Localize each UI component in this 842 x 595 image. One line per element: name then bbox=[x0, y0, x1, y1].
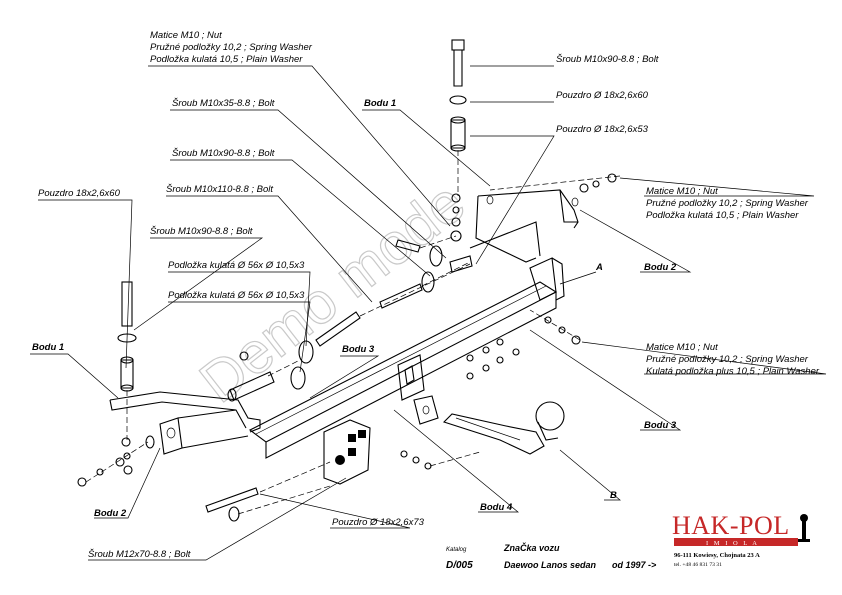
label-sleeve-top-53: Pouzdro Ø 18x2,6x53 bbox=[556, 124, 649, 135]
label-nut-right-1: Matice M10 ; Nut bbox=[646, 186, 718, 197]
left-bracket bbox=[109, 391, 261, 455]
socket-plate bbox=[323, 419, 371, 485]
catalog-number: D/005 bbox=[446, 560, 473, 571]
logo-bar bbox=[674, 538, 798, 546]
label-nut-right-low-2: Pružné podložky 10,2 ; Spring Washer bbox=[646, 354, 809, 365]
hak-pol-logo: HAK-POL I M I O L A 96-111 Kowiesy, Choj… bbox=[672, 511, 810, 568]
part-labels: Matice M10 ; Nut Pružné podložky 10,2 ; … bbox=[32, 30, 820, 560]
logo-name: HAK-POL bbox=[672, 511, 790, 540]
label-nut-right-3: Podložka kulatá 10,5 ; Plain Washer bbox=[646, 210, 799, 221]
catalog-label: Katalog bbox=[446, 547, 467, 553]
ball-hook bbox=[413, 395, 565, 455]
leader-lines bbox=[30, 65, 827, 561]
label-bolt-m10x110: Šroub M10x110-8.8 ; Bolt bbox=[166, 184, 273, 195]
logo-tagline: I M I O L A bbox=[706, 540, 759, 547]
label-washer-56-b: Podložka kulatá Ø 56x Ø 10,5x3 bbox=[168, 290, 305, 301]
label-bodu4: Bodu 4 bbox=[480, 502, 513, 513]
label-bodu2-right: Bodu 2 bbox=[644, 262, 677, 273]
label-a: A bbox=[595, 262, 603, 273]
label-b: B bbox=[610, 490, 617, 501]
label-nut-right-low-3: Kulatá podložka plus 10,5 ; Plain Washer bbox=[646, 366, 820, 377]
label-bolt-m10x35: Šroub M10x35-8.8 ; Bolt bbox=[172, 98, 275, 109]
label-bodu1-top: Bodu 1 bbox=[364, 98, 396, 109]
label-bodu3-mid: Bodu 3 bbox=[342, 344, 375, 355]
logo-address: 96-111 Kowiesy, Chojnata 23 A bbox=[674, 552, 760, 559]
car-model: Daewoo Lanos sedan bbox=[504, 560, 597, 570]
label-washer-56-a: Podložka kulatá Ø 56x Ø 10,5x3 bbox=[168, 260, 305, 271]
label-bolt-m10x90-mid: Šroub M10x90-8.8 ; Bolt bbox=[172, 148, 275, 159]
label-nut-top-left-2: Pružné podložky 10,2 ; Spring Washer bbox=[150, 42, 313, 53]
label-bolt-m12x70: Šroub M12x70-8.8 ; Bolt bbox=[88, 549, 191, 560]
brand-label: ZnaČka vozu bbox=[503, 542, 560, 553]
label-sleeve-top-60: Pouzdro Ø 18x2,6x60 bbox=[556, 90, 649, 101]
label-nut-right-2: Pružné podložky 10,2 ; Spring Washer bbox=[646, 198, 809, 209]
label-sleeve-bottom: Pouzdro Ø 18x2,6x73 bbox=[332, 517, 425, 528]
car-year: od 1997 -> bbox=[612, 560, 657, 570]
label-bolt-m10x90-left: Šroub M10x90-8.8 ; Bolt bbox=[150, 226, 253, 237]
label-sleeve-left: Pouzdro 18x2,6x60 bbox=[38, 188, 121, 199]
label-nut-top-left-3: Podložka kulatá 10,5 ; Plain Washer bbox=[150, 54, 303, 65]
label-nut-top-left-1: Matice M10 ; Nut bbox=[150, 30, 222, 41]
crossbar bbox=[248, 257, 565, 459]
title-block: Katalog D/005 ZnaČka vozu Daewoo Lanos s… bbox=[446, 542, 657, 571]
label-bodu3-right: Bodu 3 bbox=[644, 420, 677, 431]
label-bolt-m10x90-top: Šroub M10x90-8.8 ; Bolt bbox=[556, 54, 659, 65]
logo-phone: tel. +48 46 831 73 31 bbox=[674, 562, 722, 568]
label-nut-right-low-1: Matice M10 ; Nut bbox=[646, 342, 718, 353]
label-bodu2-left: Bodu 2 bbox=[94, 508, 127, 519]
assembly-lines bbox=[85, 150, 621, 515]
label-bodu1-left: Bodu 1 bbox=[32, 342, 64, 353]
hitch-ball-icon bbox=[798, 514, 810, 542]
right-bracket bbox=[469, 189, 579, 263]
